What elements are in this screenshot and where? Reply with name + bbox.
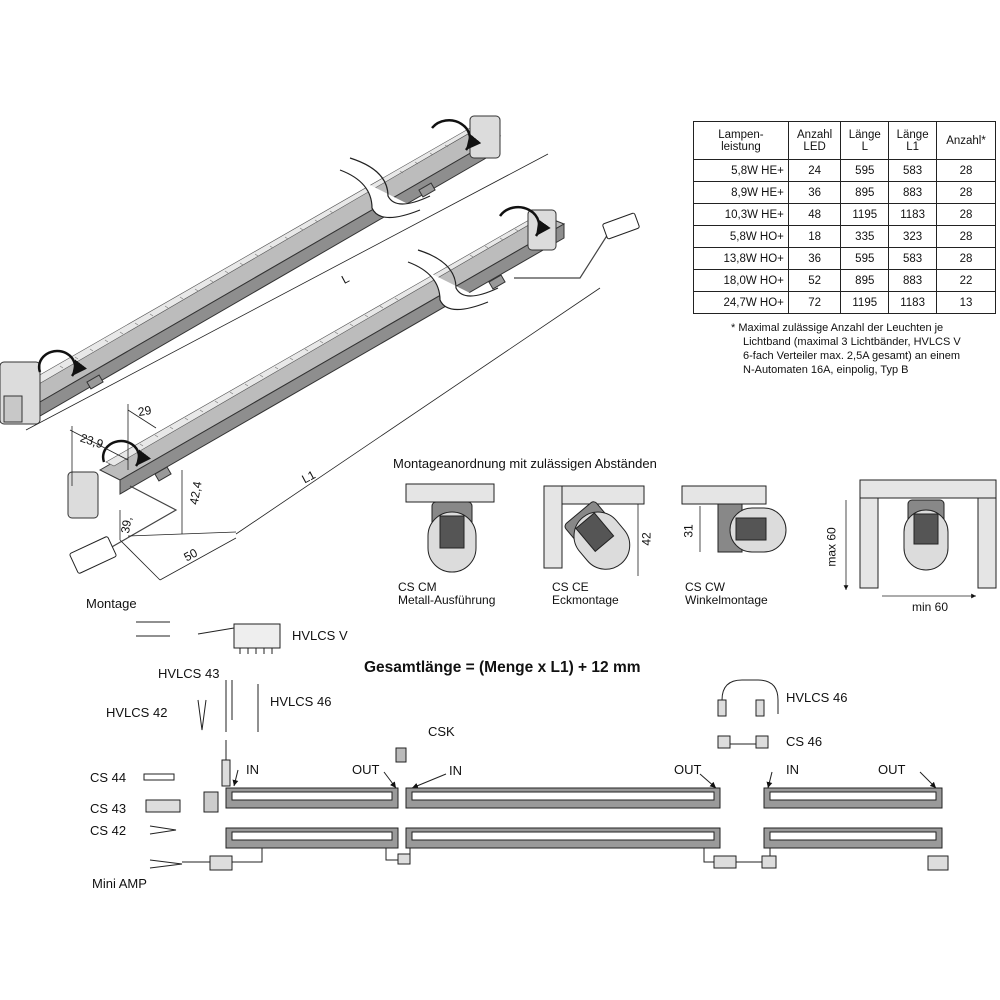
out-label-3: OUT <box>878 762 906 777</box>
col-header: Anzahl LED <box>787 121 842 160</box>
mount-cs-cm <box>405 483 495 573</box>
hvlcs-v-label: HVLCS V <box>292 628 348 643</box>
table-cell: 335 <box>840 225 890 248</box>
cs-cw-label: CS CW <box>685 580 725 594</box>
dim-31: 31 <box>681 524 696 538</box>
mount-cs-ce <box>543 485 645 576</box>
table-cell: 18 <box>787 225 842 248</box>
table-row: 8,9W HE+ 36 895 883 28 <box>693 181 996 204</box>
cs-46-label: CS 46 <box>786 734 823 749</box>
table-cell: 5,8W HO+ <box>693 225 789 248</box>
table-cell: 28 <box>936 247 996 270</box>
table-cell: 5,8W HE+ <box>693 159 789 182</box>
table-cell: 1195 <box>840 291 890 314</box>
table-cell: 52 <box>787 269 842 292</box>
table-cell: 1183 <box>888 203 938 226</box>
col-header: Anzahl* <box>936 121 996 160</box>
footnote-line: Lichtband (maximal 3 Lichtbänder, HVLCS … <box>743 336 961 348</box>
cs-cm-label: CS CM <box>398 580 437 594</box>
table-cell: 1183 <box>888 291 938 314</box>
wiring-diagram <box>136 621 937 869</box>
footnote-line: N-Automaten 16A, einpolig, Typ B <box>743 364 909 376</box>
table-cell: 895 <box>840 181 890 204</box>
in-label-1: IN <box>246 762 259 777</box>
cs-cw-caption: Winkelmontage <box>685 593 768 607</box>
table-row: 24,7W HO+ 72 1195 1183 13 <box>693 291 996 314</box>
dim-label-29: 29 <box>136 402 153 420</box>
table-cell: 13,8W HO+ <box>693 247 789 270</box>
table-cell: 18,0W HO+ <box>693 269 789 292</box>
dim-label-39: 39, <box>118 515 135 535</box>
table-cell: 883 <box>888 181 938 204</box>
cs-ce-label: CS CE <box>552 580 589 594</box>
luminaire-upper <box>0 115 502 425</box>
table-cell: 10,3W HE+ <box>693 203 789 226</box>
csk-label: CSK <box>428 724 455 739</box>
table-cell: 583 <box>888 159 938 182</box>
table-row: 5,8W HO+ 18 335 323 28 <box>693 225 996 248</box>
table-cell: 28 <box>936 159 996 182</box>
table-cell: 24,7W HO+ <box>693 291 789 314</box>
table-cell: 36 <box>787 181 842 204</box>
total-length-formula: Gesamtlänge = (Menge x L1) + 12 mm <box>364 659 641 676</box>
table-cell: 28 <box>936 203 996 226</box>
hvlcs-42-label: HVLCS 42 <box>106 705 168 720</box>
footnote-line: 6-fach Verteiler max. 2,5A gesamt) an ei… <box>743 350 961 362</box>
col-header: Lampen- leistung <box>693 121 789 160</box>
table-cell: 28 <box>936 225 996 248</box>
dim-42: 42 <box>639 532 654 546</box>
table-row: 5,8W HE+ 24 595 583 28 <box>693 159 996 182</box>
table-cell: 595 <box>840 247 890 270</box>
mini-amp-label: Mini AMP <box>92 876 147 891</box>
in-label-3: IN <box>786 762 799 777</box>
dim-max-60: max 60 <box>824 527 839 567</box>
table-cell: 24 <box>787 159 842 182</box>
col-header: Länge L1 <box>888 121 938 160</box>
table-cell: 1195 <box>840 203 890 226</box>
dim-min-60: min 60 <box>912 600 949 614</box>
table-row: 18,0W HO+ 52 895 883 22 <box>693 269 996 292</box>
table-cell: 72 <box>787 291 842 314</box>
cs-44-label: CS 44 <box>90 770 127 785</box>
table-cell: 595 <box>840 159 890 182</box>
mount-spacing <box>843 479 997 599</box>
table-row: 13,8W HO+ 36 595 583 28 <box>693 247 996 270</box>
hvlcs-43-label: HVLCS 43 <box>158 666 220 681</box>
table-cell: 28 <box>936 181 996 204</box>
table-cell: 583 <box>888 247 938 270</box>
hvlcs-46-left-label: HVLCS 46 <box>270 694 332 709</box>
table-cell: 883 <box>888 269 938 292</box>
cs-42-label: CS 42 <box>90 823 127 838</box>
table-cell: 323 <box>888 225 938 248</box>
bottom-cables <box>182 848 949 871</box>
table-cell: 22 <box>936 269 996 292</box>
mounting-title: Montageanordnung mit zulässigen Abstände… <box>393 456 657 471</box>
table-cell: 895 <box>840 269 890 292</box>
table-footnote: * Maximal zulässige Anzahl der Leuchten … <box>731 321 995 377</box>
table-cell: 48 <box>787 203 842 226</box>
spec-table: Lampen- leistung Anzahl LED Länge L Läng… <box>693 121 996 314</box>
dimension-lines <box>25 153 601 581</box>
cs-cm-caption: Metall-Ausführung <box>398 593 496 607</box>
table-cell: 36 <box>787 247 842 270</box>
table-cell: 8,9W HE+ <box>693 181 789 204</box>
cs-43-label: CS 43 <box>90 801 127 816</box>
table-row: 10,3W HE+ 48 1195 1183 28 <box>693 203 996 226</box>
footnote-line: * Maximal zulässige Anzahl der Leuchten … <box>731 322 944 334</box>
col-header: Länge L <box>840 121 890 160</box>
table-cell: 13 <box>936 291 996 314</box>
hvlcs-46-right-label: HVLCS 46 <box>786 690 848 705</box>
cs-ce-caption: Eckmontage <box>552 593 619 607</box>
luminaire-lower <box>67 205 640 574</box>
light-bars <box>225 787 943 849</box>
mount-cs-cw <box>681 485 787 553</box>
table-header-row: Lampen- leistung Anzahl LED Länge L Läng… <box>693 121 996 160</box>
in-label-2: IN <box>449 763 462 778</box>
out-label-1: OUT <box>352 762 380 777</box>
montage-label: Montage <box>86 596 137 611</box>
out-label-2: OUT <box>674 762 702 777</box>
